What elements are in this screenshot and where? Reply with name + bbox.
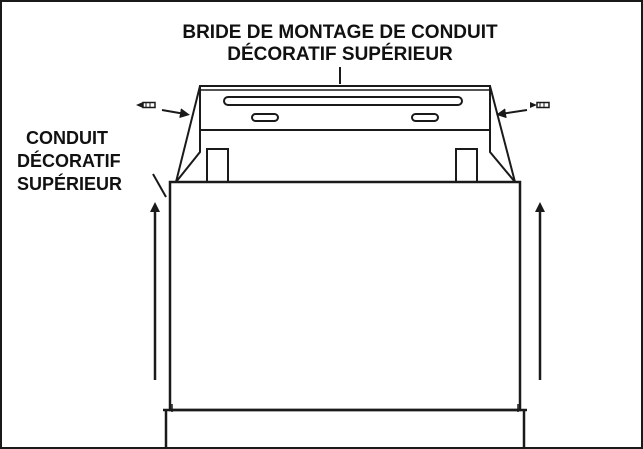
upper-decorative-duct [168,180,522,412]
mounting-flange [175,85,516,183]
right-screw-icon [530,101,550,109]
left-screw-arrow-right-icon [161,108,190,119]
duct-leader-line [152,173,167,198]
duct-label-line2: DÉCORATIF [17,150,121,171]
flange-left-slot [251,113,279,122]
left-screw-icon [136,101,156,109]
flange-right-side [489,85,516,183]
flange-right-slot [411,113,439,122]
flange-back-plate [199,85,491,131]
flange-left-side [175,85,201,183]
right-screw-arrow-left-icon [496,108,528,119]
flange-top-slot [223,96,463,106]
inner-posts [206,148,478,183]
duct-label-line1: CONDUIT [26,128,108,148]
flange-label-line2: DÉCORATIF SUPÉRIEUR [227,43,453,65]
flange-label-line1: BRIDE DE MONTAGE DE CONDUIT [182,22,498,43]
inner-right-post [455,148,478,183]
inner-left-post [206,148,229,183]
duct-label-line3: SUPÉRIEUR [17,173,122,194]
lower-duct [163,404,527,447]
